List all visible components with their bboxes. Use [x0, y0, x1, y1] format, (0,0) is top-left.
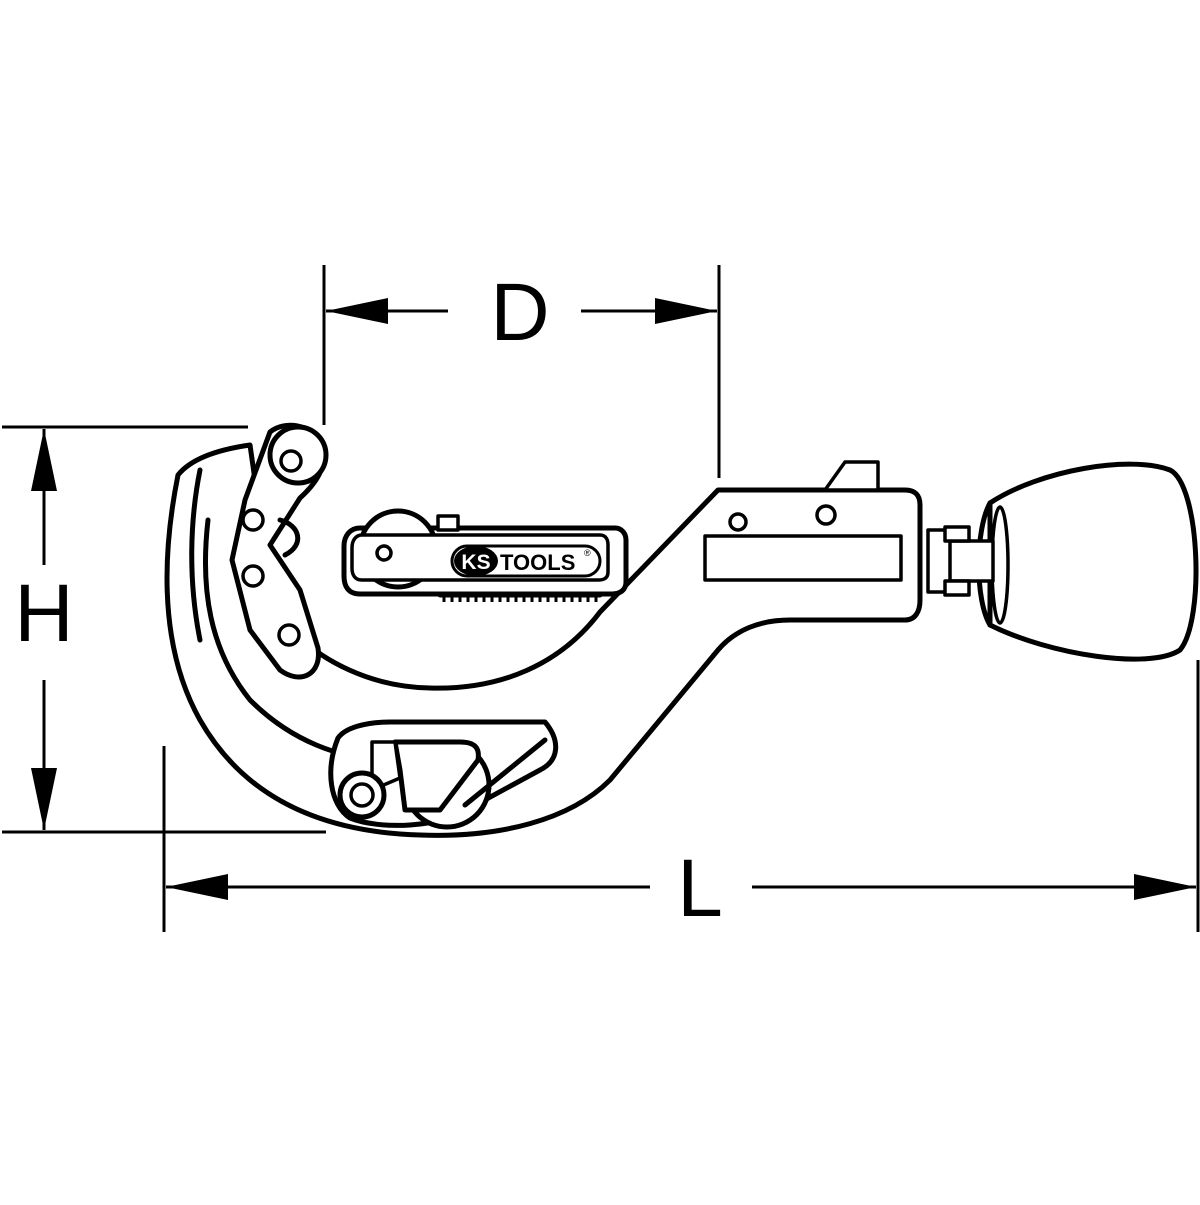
housing-tab — [823, 460, 880, 492]
slide-clip — [436, 514, 460, 532]
housing-rivet-1 — [728, 512, 748, 532]
dimension-l: L — [162, 660, 1200, 934]
spindle — [926, 525, 995, 597]
scale-window — [703, 534, 903, 582]
logo-ks-text: KS — [461, 551, 490, 574]
spindle-nut-bottom — [943, 579, 971, 597]
d-arrow-right — [655, 298, 717, 324]
feed-knob — [976, 461, 1199, 662]
carriage-brace — [462, 737, 548, 808]
knob-body — [987, 461, 1199, 662]
h-arrow-top — [31, 429, 57, 491]
slide-housing — [703, 460, 903, 582]
l-arrow-left — [166, 874, 228, 900]
jaw-hole-2 — [241, 508, 265, 532]
pipe-cutter: KS TOOLS ® — [164, 422, 1199, 838]
jaw-roller-mid-edge — [277, 517, 300, 558]
frame-outer-edge — [189, 467, 203, 643]
spindle-nut-top — [943, 525, 971, 543]
slide-rivet — [375, 544, 393, 562]
logo-registered-mark: ® — [584, 548, 591, 558]
h-arrow-bottom — [31, 768, 57, 830]
h-label: H — [14, 568, 73, 659]
jaw-hole-3 — [241, 564, 265, 588]
serrated-teeth — [442, 595, 598, 602]
jaw-hole-1 — [279, 449, 303, 473]
logo-ks-circle — [454, 546, 498, 576]
upper-jaw — [229, 422, 329, 680]
spindle-collar — [926, 528, 952, 594]
dimension-d: D — [322, 265, 721, 478]
l-label: L — [677, 843, 723, 934]
d-arrow-left — [326, 298, 388, 324]
brand-logo: KS TOOLS ® — [450, 544, 602, 578]
lower-roller-carriage — [328, 719, 559, 830]
l-arrow-right — [1134, 874, 1196, 900]
logo-tools-text: TOOLS — [500, 550, 575, 575]
housing-rivet-2 — [815, 504, 837, 526]
d-label: D — [490, 267, 549, 358]
roller-guard — [392, 739, 481, 813]
spindle-shaft — [943, 539, 995, 583]
jaw-hole-4 — [277, 623, 301, 647]
carriage-pivot-hole — [349, 782, 375, 808]
